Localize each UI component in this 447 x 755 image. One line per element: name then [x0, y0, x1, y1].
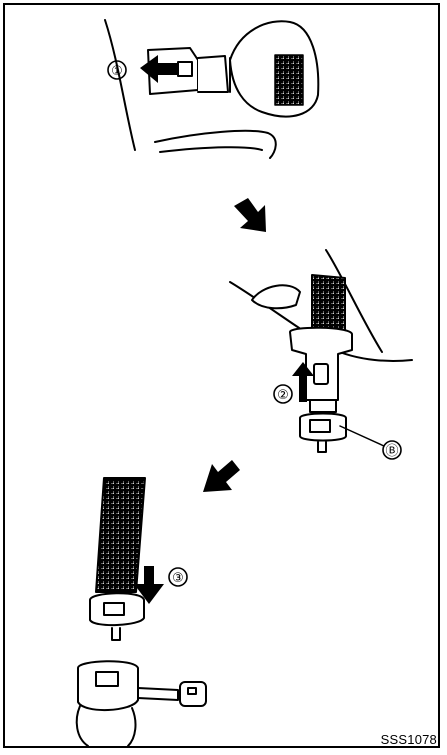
panel-3-pull-belt-down: [90, 478, 145, 640]
step-3-marker: ③: [172, 571, 184, 586]
removed-buckle-detail: [77, 661, 206, 746]
panel-1-release-buckle: [105, 20, 318, 158]
figure-reference-code: SSS1078: [381, 732, 437, 747]
step-1-marker: ①: [111, 64, 123, 79]
transition-arrow-1-icon: [234, 198, 266, 232]
transition-arrow-2-icon: [203, 460, 240, 492]
panel-2-slide-cover: [230, 250, 412, 452]
step-2-marker: ②: [277, 388, 289, 403]
part-b-marker: Ⓑ: [385, 444, 398, 459]
